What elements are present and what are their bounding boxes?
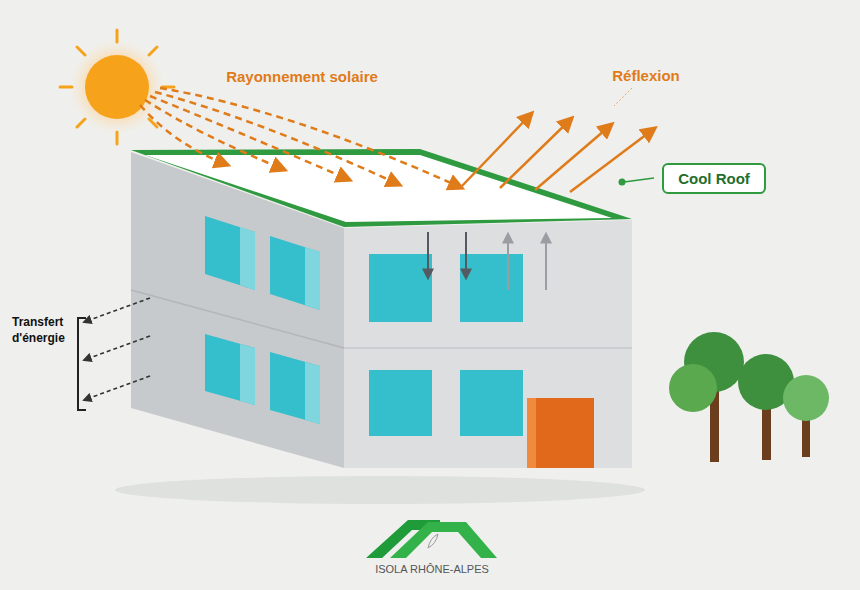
logo-mark bbox=[366, 520, 497, 558]
logo-text: ISOLA RHÔNE-ALPES bbox=[375, 563, 489, 575]
bracket bbox=[78, 318, 86, 410]
building bbox=[131, 149, 632, 468]
energy-transfer-label: Transfert d'énergie bbox=[12, 314, 78, 346]
reflection-arrows bbox=[462, 113, 655, 192]
radiation-label: Rayonnement solaire bbox=[226, 68, 378, 85]
reflection-label: Réflexion bbox=[612, 67, 680, 84]
sun bbox=[60, 30, 174, 144]
cool-roof-leader bbox=[624, 178, 654, 182]
trees bbox=[669, 332, 829, 462]
energy-transfer-arrows bbox=[84, 298, 150, 400]
leader-dot bbox=[619, 179, 626, 186]
ground-shadow bbox=[115, 476, 645, 504]
solar-rays bbox=[140, 88, 462, 188]
reflection-leader bbox=[614, 88, 632, 106]
box-text: Cool Roof bbox=[678, 170, 750, 187]
callout-box: Cool Roof bbox=[662, 163, 766, 194]
